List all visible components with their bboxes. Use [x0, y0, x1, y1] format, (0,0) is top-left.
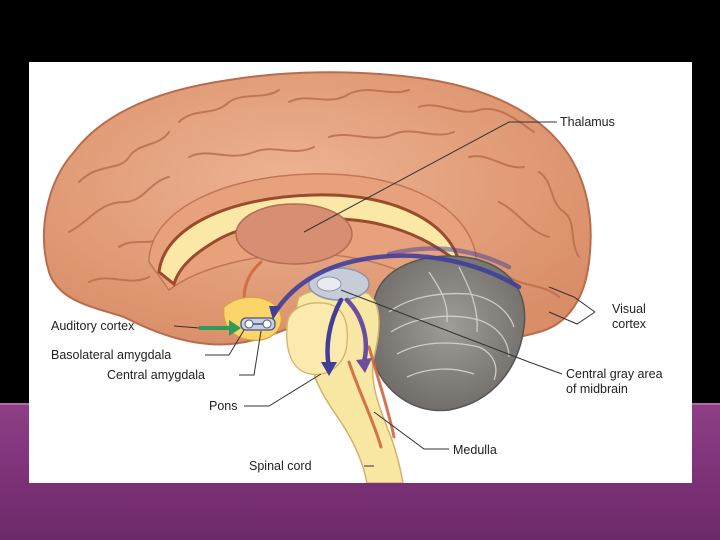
brain-diagram-figure: Thalamus Visual cortex Auditory cortex B…	[29, 62, 692, 483]
label-leader-lines	[173, 121, 596, 467]
thalamus-structure	[235, 203, 353, 265]
auditory-input-arrow	[199, 320, 241, 336]
label-pons: Pons	[209, 399, 238, 413]
label-visual-cortex-line2: cortex	[612, 317, 647, 331]
amygdala-nuclei	[240, 317, 276, 331]
brain-illustration	[43, 71, 596, 483]
label-central-gray-line1: Central gray area	[566, 367, 663, 381]
label-thalamus: Thalamus	[560, 115, 615, 129]
cerebellum-folia	[388, 266, 515, 381]
pathway-arrowhead-left	[269, 306, 281, 320]
pathway-arrowhead-down	[321, 362, 337, 376]
label-auditory-cortex: Auditory cortex	[51, 319, 135, 333]
visual-pathways	[271, 246, 522, 370]
label-central-gray-line2: of midbrain	[566, 382, 628, 396]
label-visual-cortex-line1: Visual	[612, 302, 646, 316]
label-basolateral-amygdala: Basolateral amygdala	[51, 348, 172, 362]
label-medulla: Medulla	[453, 443, 497, 457]
pathway-arrowhead-down-2	[356, 358, 372, 373]
label-central-amygdala: Central amygdala	[107, 368, 205, 382]
pons-structure	[286, 302, 349, 376]
label-spinal-cord: Spinal cord	[249, 459, 312, 473]
